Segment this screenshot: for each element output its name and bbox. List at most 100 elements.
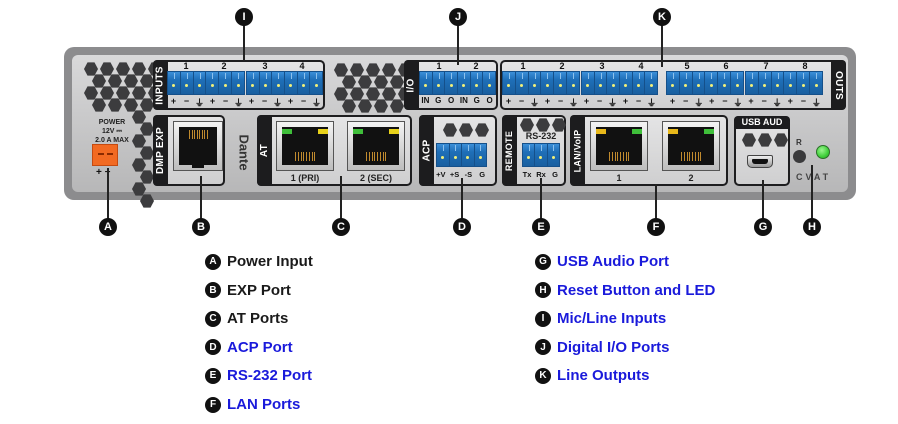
pin-label: +: [583, 96, 590, 106]
pin-label: ⏚: [233, 98, 243, 108]
pin-label: +: [544, 96, 551, 106]
pin-label: ⏚: [272, 98, 282, 108]
output-terminal-block-5-6[interactable]: [666, 71, 744, 95]
pin-label: −: [800, 96, 806, 106]
legend-label: USB Audio Port: [557, 253, 669, 270]
vent-hole: [140, 170, 154, 184]
legend-letter-badge: F: [205, 396, 221, 413]
legend-letter-badge: K: [535, 367, 551, 384]
pin-label: −: [261, 96, 268, 106]
leader-line-h: [811, 165, 813, 220]
power-connector[interactable]: [92, 144, 118, 166]
port-latch: [192, 160, 204, 168]
link-led-green: [704, 129, 714, 134]
pin-label: +V: [436, 170, 446, 179]
vent-hole: [132, 110, 146, 124]
outs-label: OUTS: [831, 60, 846, 110]
lan-port-1[interactable]: [590, 121, 648, 171]
lan-port-2[interactable]: [662, 121, 720, 171]
input-terminal-block-1-2[interactable]: [167, 71, 245, 95]
reset-button[interactable]: [793, 150, 806, 163]
pin-label: +: [622, 96, 629, 106]
vent-hole: [92, 98, 106, 112]
link-led-yellow: [318, 129, 328, 134]
legend-item-h[interactable]: H Reset Button and LED: [535, 282, 715, 299]
output-pin-labels-1-4: +−⏚+−⏚+−⏚+−⏚: [502, 96, 658, 109]
output-terminal-block-1-2[interactable]: [502, 71, 580, 95]
pin-label: −: [722, 96, 728, 106]
acp-terminal-block[interactable]: [436, 143, 487, 167]
legend-item-f[interactable]: F LAN Ports: [205, 396, 300, 413]
legend-label: LAN Ports: [227, 396, 301, 413]
at-port-2[interactable]: [347, 121, 405, 171]
vent-hole: [100, 86, 114, 100]
dmp-exp-port[interactable]: [173, 121, 223, 171]
usb-mini-port[interactable]: [747, 155, 773, 168]
power-connector-pin: [98, 153, 104, 155]
link-led-yellow: [596, 129, 606, 134]
pin-label: IN: [421, 96, 430, 105]
callout-d: D: [453, 218, 471, 236]
link-led-yellow: [668, 129, 678, 134]
vent-hole: [350, 63, 364, 77]
leader-line-e: [540, 178, 542, 220]
port-latch: [681, 127, 701, 135]
output-channel-1: 1: [520, 61, 526, 71]
lan-port-2-label: 2: [688, 173, 694, 183]
pin-label: +: [505, 96, 512, 106]
io-label: I/O: [404, 60, 419, 110]
pin-label: −: [682, 96, 689, 106]
output-terminal-block-7-8[interactable]: [745, 71, 823, 95]
legend-letter-badge: J: [535, 339, 551, 356]
callout-h: H: [803, 218, 821, 236]
rs232-label: RS-232: [525, 131, 557, 141]
vent-hole: [132, 158, 146, 172]
link-led-yellow: [389, 129, 399, 134]
input-channel-1: 1: [183, 61, 189, 71]
output-channel-8: 8: [802, 61, 808, 71]
pin-label: −: [300, 96, 307, 106]
vent-hole: [536, 118, 550, 132]
leader-line-j: [457, 25, 459, 65]
output-channel-6: 6: [723, 61, 729, 71]
vent-hole: [758, 133, 772, 147]
at-port-1[interactable]: [276, 121, 334, 171]
legend-label: ACP Port: [227, 338, 293, 356]
vent-hole: [774, 133, 788, 147]
vent-hole: [116, 62, 130, 76]
vent-hole: [358, 75, 372, 89]
pin-label: −: [557, 96, 564, 106]
vent-hole: [132, 86, 146, 100]
rs232-terminal-block[interactable]: [522, 143, 560, 167]
at-port-2-label: 2 (SEC): [359, 173, 392, 183]
pin-label: +: [287, 96, 294, 106]
pin-label: +: [669, 96, 676, 106]
vent-hole: [390, 75, 404, 89]
legend-label: Reset Button and LED: [557, 281, 716, 299]
vent-hole: [334, 87, 348, 101]
vent-hole: [132, 62, 146, 76]
input-terminal-block-3-4[interactable]: [246, 71, 323, 95]
output-terminal-block-3-4[interactable]: [581, 71, 658, 95]
io-channel-1: 1: [436, 61, 442, 71]
output-channel-2: 2: [559, 61, 565, 71]
pin-label: +: [248, 96, 255, 106]
usb-port-opening: [752, 159, 768, 164]
legend-label: RS-232 Port: [227, 367, 313, 385]
io-terminal-block[interactable]: [419, 71, 496, 95]
vent-hole: [390, 99, 404, 113]
cvat-label: CVAT: [796, 172, 832, 182]
legend-letter-badge: H: [535, 282, 551, 299]
pin-label: ⏚: [694, 98, 704, 108]
output-channel-7: 7: [763, 61, 769, 71]
pin-label: ⏚: [194, 98, 204, 108]
vent-hole: [366, 63, 380, 77]
vent-hole: [342, 75, 356, 89]
pin-label: Rx: [536, 170, 546, 179]
